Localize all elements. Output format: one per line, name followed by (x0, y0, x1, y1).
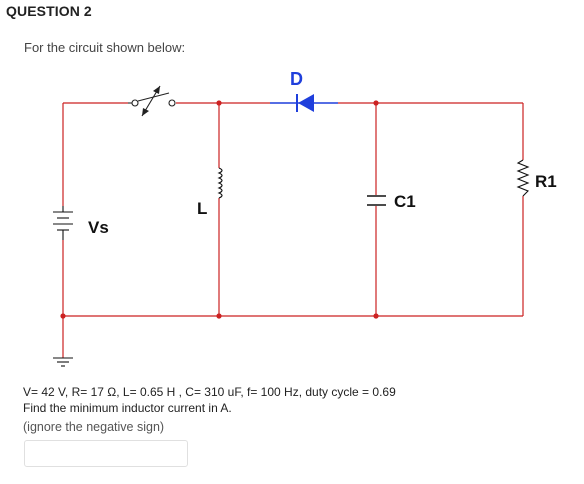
problem-note: (ignore the negative sign) (23, 420, 165, 434)
circuit-wires (62, 102, 524, 358)
circuit-diagram: D L C1 R1 Vs (53, 69, 557, 367)
answer-input[interactable] (24, 440, 188, 467)
capacitor-label: C1 (394, 192, 416, 211)
node-dot (373, 313, 379, 319)
node-dot (60, 313, 66, 319)
circuit-nodes (60, 100, 379, 319)
problem-task: Find the minimum inductor current in A. (23, 401, 232, 415)
diode-symbol (270, 94, 338, 112)
inductor-symbol (217, 167, 223, 199)
question-intro: For the circuit shown below: (24, 40, 186, 55)
node-dot (216, 100, 222, 106)
problem-given-values: V= 42 V, R= 17 Ω, L= 0.65 H , C= 310 uF,… (23, 385, 396, 399)
switch-symbol (128, 85, 176, 117)
inductor-label: L (197, 199, 207, 218)
voltage-source-symbol (53, 206, 73, 240)
question-heading: QUESTION 2 (6, 3, 92, 19)
capacitor-symbol (367, 195, 386, 206)
diode-label: D (290, 69, 303, 89)
node-dot (216, 313, 222, 319)
resistor-label: R1 (535, 172, 557, 191)
ground-icon (53, 357, 73, 367)
source-label: Vs (88, 218, 109, 237)
node-dot (373, 100, 379, 106)
resistor-symbol (516, 159, 530, 197)
